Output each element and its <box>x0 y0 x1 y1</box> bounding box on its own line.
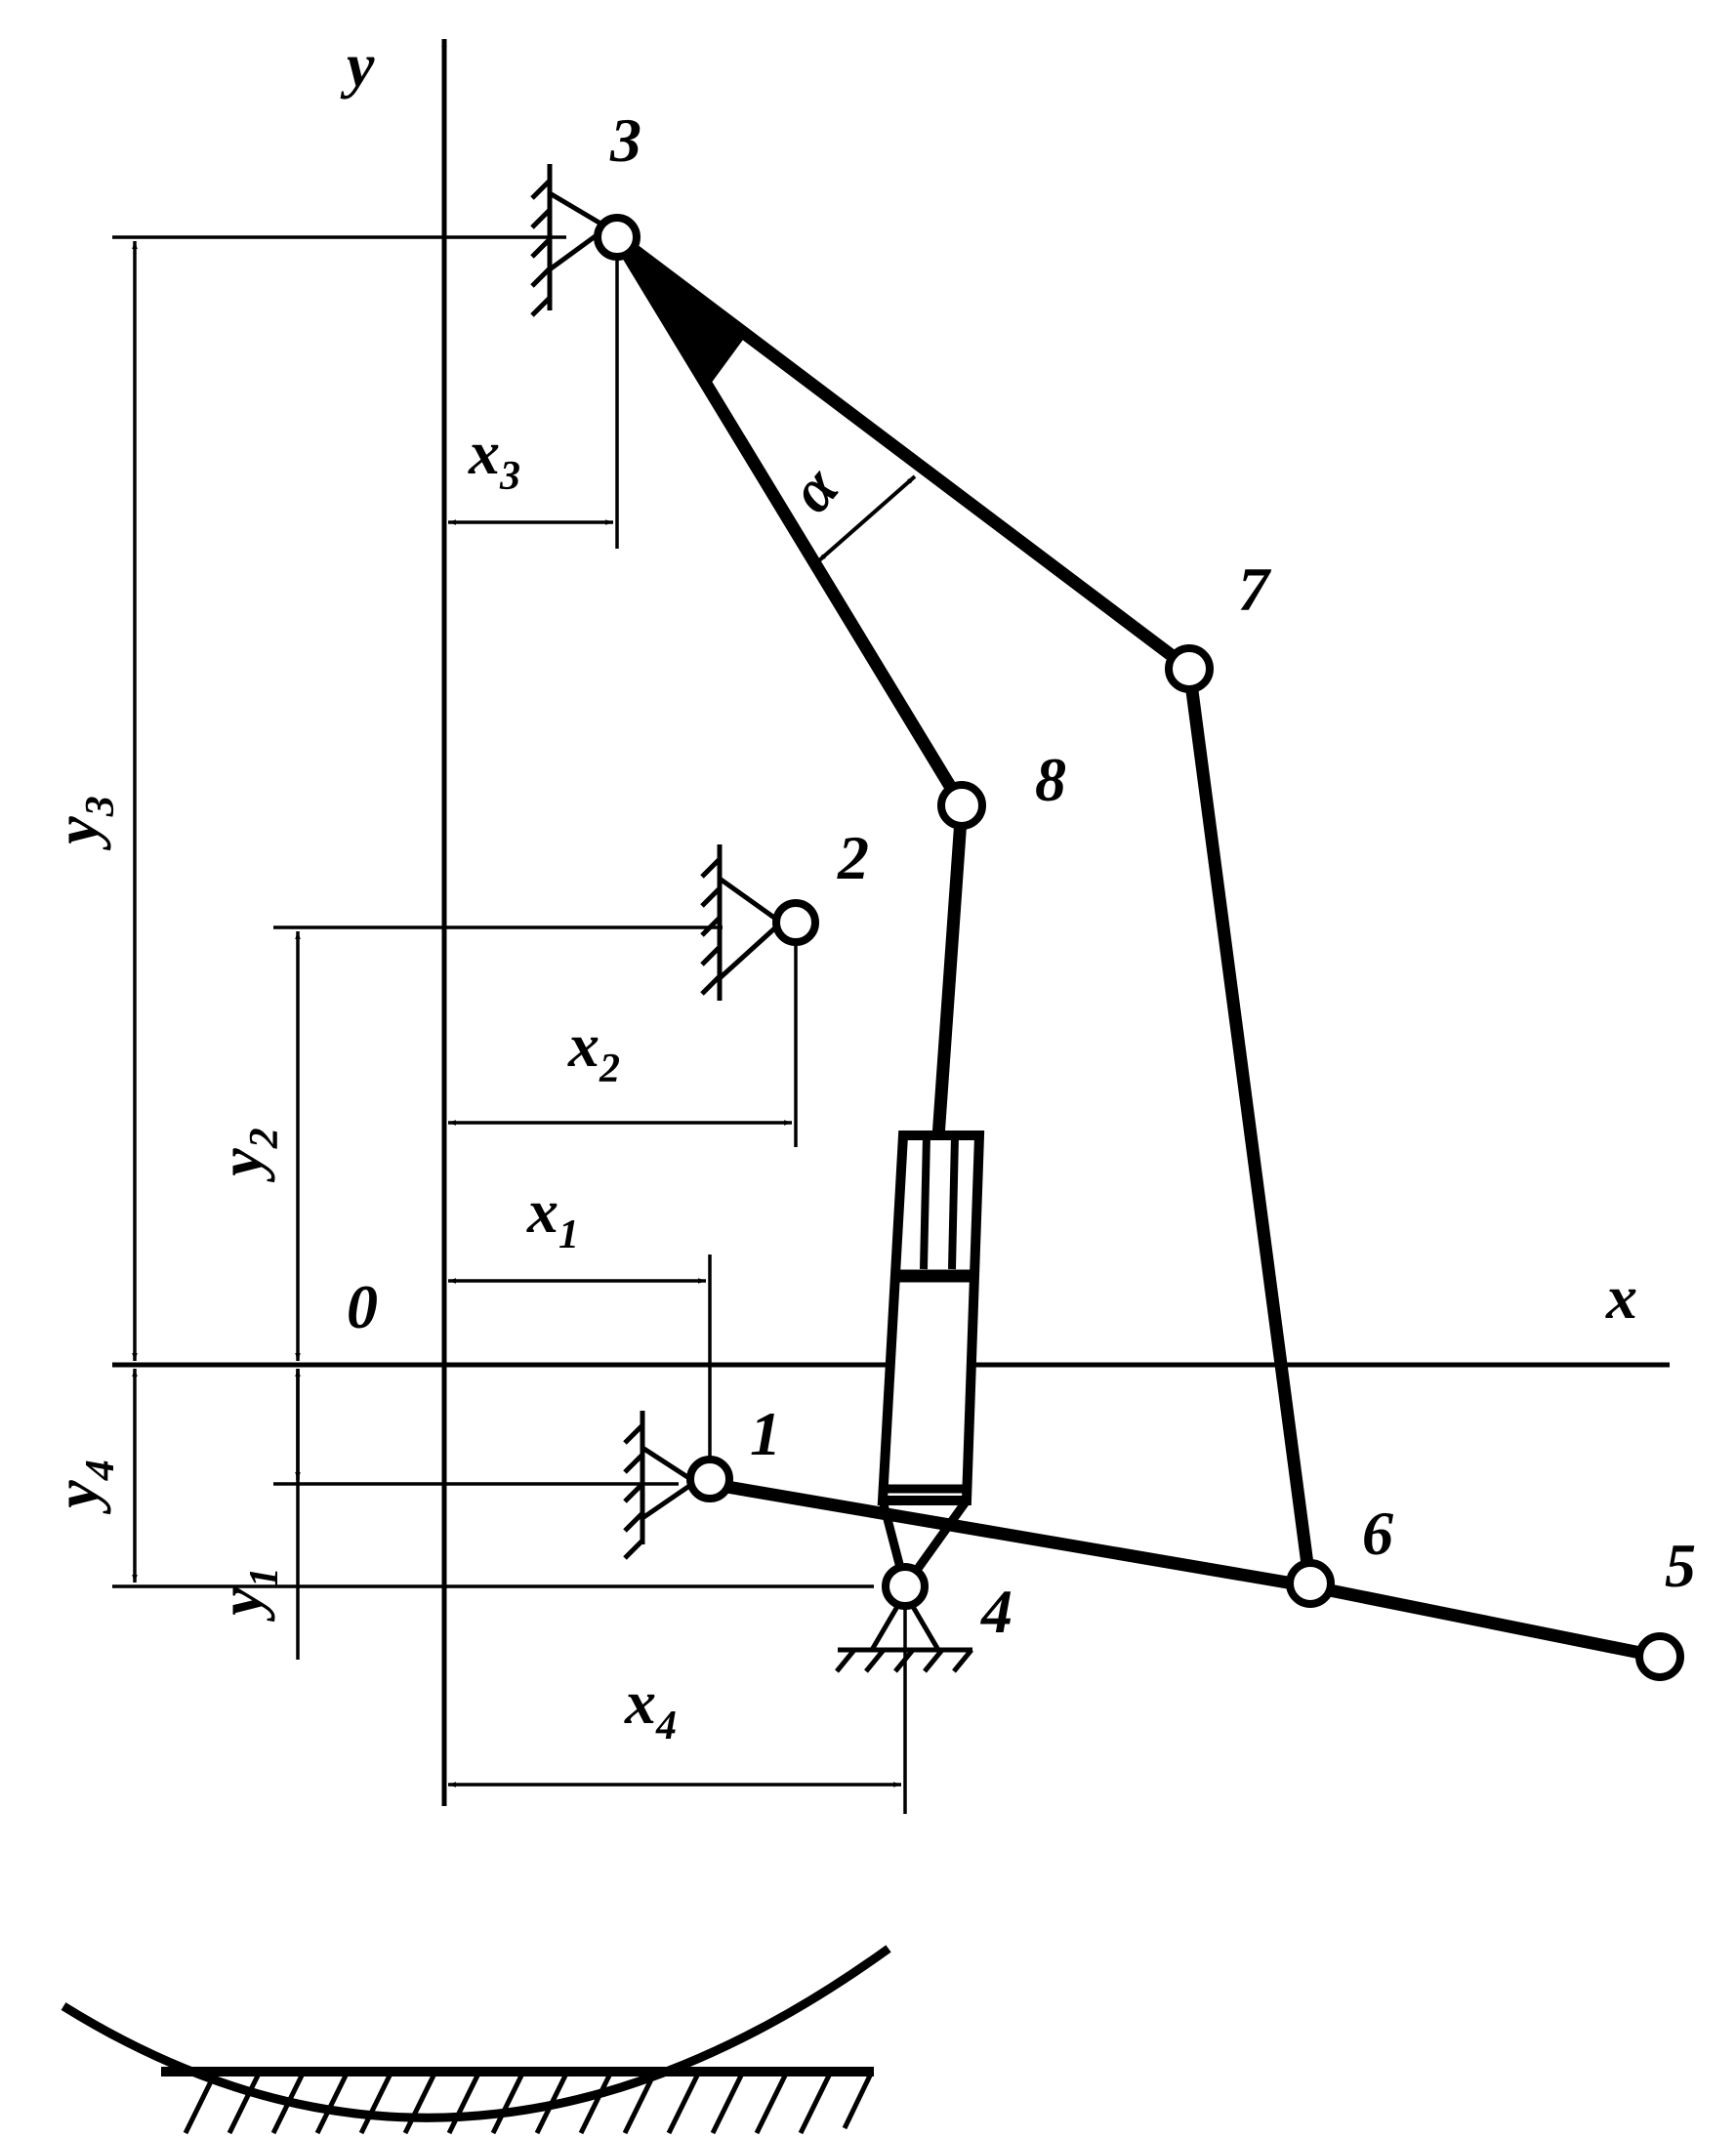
angle-alpha-arc <box>816 474 917 563</box>
y-axis-label: y <box>340 30 375 100</box>
ground-hatching <box>183 2072 874 2135</box>
joint-5 <box>1635 1632 1684 1681</box>
point-label-6: 6 <box>1362 1499 1393 1568</box>
curved-surface <box>61 1945 891 2122</box>
joints <box>594 214 1684 1681</box>
y3-label: y3 <box>42 796 123 850</box>
joint-2 <box>772 899 819 946</box>
x-axis-label: x <box>1605 1262 1637 1332</box>
point-label-4: 4 <box>980 1577 1013 1646</box>
cylinder-housing <box>877 1131 985 1505</box>
point-label-8: 8 <box>1035 745 1066 814</box>
x4-label: x4 <box>624 1667 677 1748</box>
hydraulic-cylinder <box>877 1131 985 1597</box>
rigid-corner-wedge <box>617 237 743 384</box>
ground-contact <box>61 1945 891 2135</box>
piston-rod-left <box>920 1134 930 1270</box>
links <box>610 230 1667 1664</box>
y4-label: y4 <box>42 1460 123 1514</box>
coordinate-axes: y x 0 <box>112 30 1670 1806</box>
link-3-8 <box>610 230 969 812</box>
link-6-5 <box>1303 1580 1667 1664</box>
rod-8 <box>931 799 969 1144</box>
joint-6 <box>1286 1559 1335 1608</box>
joint-1 <box>686 1456 733 1502</box>
point-labels: 3 2 7 8 1 4 6 5 <box>609 105 1696 1646</box>
point-label-3: 3 <box>609 105 641 175</box>
link-3-7 <box>610 230 1196 676</box>
piston-rod-right <box>948 1134 959 1270</box>
point-label-2: 2 <box>837 823 869 892</box>
x2-label: x2 <box>567 1010 620 1091</box>
y2-label: y2 <box>206 1128 287 1182</box>
joint-8 <box>937 781 986 830</box>
dimension-lines <box>132 241 901 1788</box>
fixed-support-2 <box>700 844 785 1001</box>
point-label-1: 1 <box>750 1399 781 1468</box>
y1-label: y1 <box>206 1567 287 1622</box>
joint-7 <box>1165 644 1214 693</box>
origin-label: 0 <box>347 1272 378 1341</box>
x1-label: x1 <box>526 1176 579 1257</box>
joint-4 <box>882 1563 929 1610</box>
dimension-labels: x3 x2 x1 x4 y3 y4 y2 y1 <box>42 418 677 1748</box>
link-1-6 <box>703 1477 1317 1593</box>
x3-label: x3 <box>468 418 520 499</box>
extension-lines <box>112 235 907 1814</box>
link-7-6 <box>1182 662 1317 1593</box>
point-label-7: 7 <box>1238 555 1272 624</box>
point-label-5: 5 <box>1665 1531 1696 1600</box>
joint-3 <box>594 214 641 261</box>
